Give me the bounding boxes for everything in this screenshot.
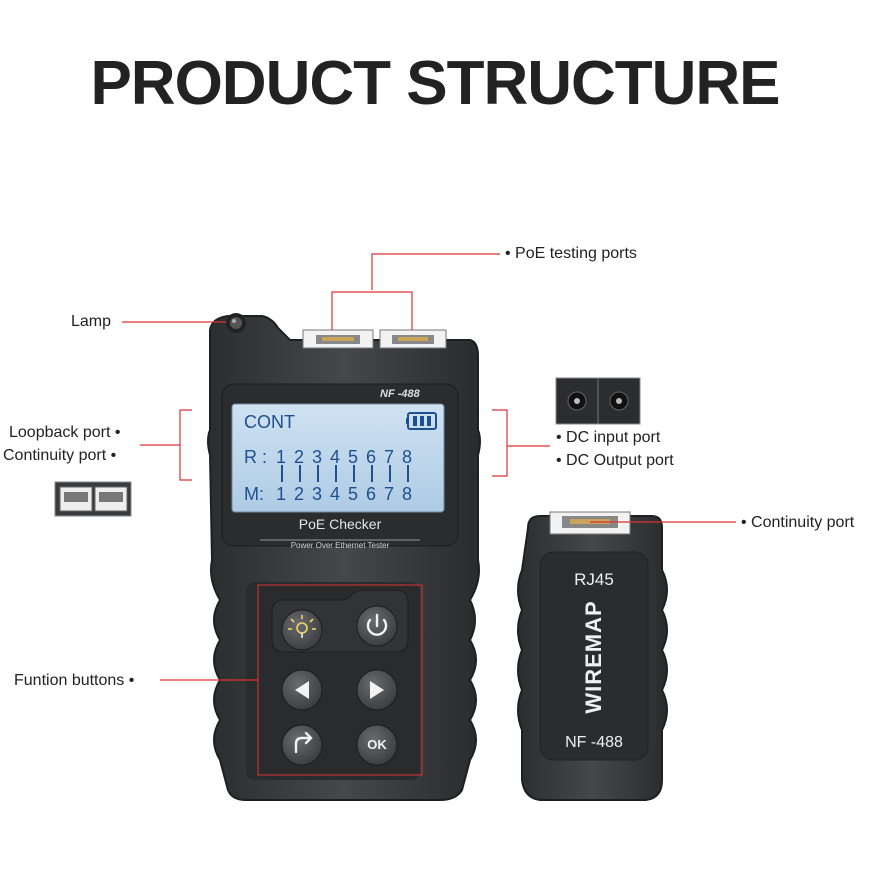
pin-r-3: 3 xyxy=(312,447,323,467)
annotation-lines xyxy=(122,253,736,681)
lcd-row-r-label: R : xyxy=(244,447,268,467)
poe-port-right xyxy=(379,329,447,349)
remote-unit xyxy=(517,511,668,801)
back-button[interactable] xyxy=(281,724,323,766)
return-arrow-icon xyxy=(294,731,313,754)
pin-r-4: 4 xyxy=(330,447,341,467)
pin-r-2: 2 xyxy=(294,447,305,467)
device-model-label: NF -488 xyxy=(380,388,420,400)
pin-m-2: 2 xyxy=(294,484,305,504)
tester-main-unit xyxy=(207,313,481,801)
pin-r-5: 5 xyxy=(348,447,359,467)
lcd-screen xyxy=(231,403,445,513)
label-function-buttons: Funtion buttons • xyxy=(14,672,135,689)
lamp-icon xyxy=(226,313,246,333)
lcd-row-m-label: M: xyxy=(244,484,264,504)
pin-m-3: 3 xyxy=(312,484,323,504)
pin-r-6: 6 xyxy=(366,447,377,467)
label-continuity-port-right: • Continuity port xyxy=(741,514,855,531)
label-poe-testing-ports: • PoE testing ports xyxy=(505,245,637,262)
pin-m-4: 4 xyxy=(330,484,341,504)
wiremap-lines xyxy=(281,465,409,482)
pin-m-7: 7 xyxy=(384,484,395,504)
dc-ports-photo xyxy=(555,377,641,425)
pin-r-1: 1 xyxy=(276,447,287,467)
remote-model-label: NF -488 xyxy=(565,734,623,751)
battery-icon xyxy=(406,412,437,430)
left-button[interactable] xyxy=(281,669,323,711)
remote-continuity-port xyxy=(549,511,631,535)
remote-wiremap-label: WIREMAP xyxy=(581,600,606,714)
lcd-mode-text: CONT xyxy=(244,412,295,432)
lamp-button[interactable] xyxy=(281,609,323,651)
power-button[interactable] xyxy=(356,605,398,647)
device-brand-label: PoE Checker xyxy=(298,516,382,532)
label-dc-input-port: • DC input port xyxy=(556,429,661,446)
pin-m-1: 1 xyxy=(276,484,287,504)
pin-r-7: 7 xyxy=(384,447,395,467)
pin-m-5: 5 xyxy=(348,484,359,504)
lightbulb-icon xyxy=(288,615,316,638)
label-lamp: Lamp xyxy=(71,313,112,330)
label-loopback-port: Loopback port • xyxy=(9,424,121,441)
right-button[interactable] xyxy=(356,669,398,711)
ok-button[interactable] xyxy=(356,724,398,766)
label-continuity-port-left: Continuity port • xyxy=(3,447,117,464)
triangle-right-icon xyxy=(370,681,384,699)
loopback-ports-photo xyxy=(54,481,132,517)
device-subtitle-label: Power Over Ethernet Tester xyxy=(290,541,390,550)
triangle-left-icon xyxy=(295,681,309,699)
pin-m-6: 6 xyxy=(366,484,377,504)
poe-port-left xyxy=(302,329,374,349)
power-icon xyxy=(366,613,388,636)
pin-r-8: 8 xyxy=(402,447,413,467)
page-title: PRODUCT STRUCTURE xyxy=(90,49,780,118)
label-dc-output-port: • DC Output port xyxy=(556,452,674,469)
remote-rj45-label: RJ45 xyxy=(574,570,614,589)
ok-button-label[interactable]: OK xyxy=(367,737,387,752)
pin-m-8: 8 xyxy=(402,484,413,504)
